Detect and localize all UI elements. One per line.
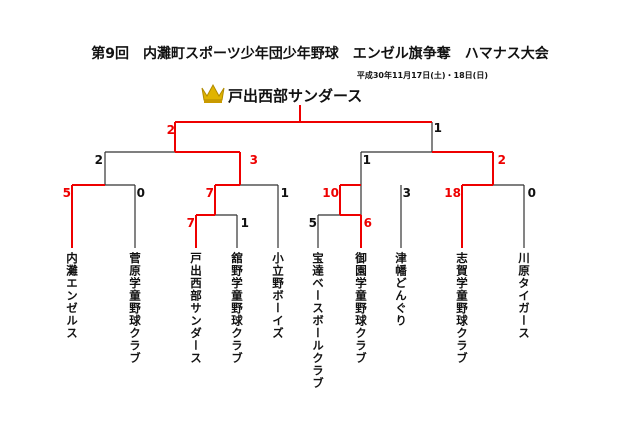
team-name: 志賀学童野球クラブ [455,252,469,365]
score-qf1-right: 0 [136,186,145,200]
score-qf2-left: 7 [205,186,214,200]
crown-icon [201,83,225,103]
team-name: 内灘エンゼルス [65,252,79,340]
score-qf4-left: 18 [444,186,461,200]
score-qf3-right: 3 [402,186,411,200]
score-qf1-left: 5 [62,186,71,200]
team-name: 舘野学童野球クラブ [230,252,244,365]
score-final-right: 1 [433,121,442,135]
team-name: 津幡どんぐり [394,252,408,327]
team-name: 菅原学童野球クラブ [128,252,142,365]
score-final-left: 2 [166,123,175,137]
score-semi-right-right: 2 [497,153,506,167]
team-name: 小立野ボーイズ [271,252,285,340]
team-name: 戸出西部サンダース [189,252,203,365]
score-r1-left-right: 1 [240,216,249,230]
page-title: 第9回 内灘町スポーツ少年団少年野球 エンゼル旗争奪 ハマナス大会 [91,46,549,62]
team-name: 宝達ベースボールクラブ [311,252,325,390]
score-semi-left-left: 2 [94,153,103,167]
score-semi-left-right: 3 [249,153,258,167]
score-qf3-left: 10 [322,186,339,200]
score-r1-right-left: 5 [308,216,317,230]
score-r1-left-left: 7 [186,216,195,230]
team-name: 御園学童野球クラブ [354,252,368,365]
score-semi-right-left: 1 [362,153,371,167]
score-qf4-right: 0 [527,186,536,200]
score-qf2-right: 1 [280,186,289,200]
score-r1-right-right: 6 [363,216,372,230]
champion-name: 戸出西部サンダース [228,87,363,105]
event-date: 平成30年11月17日(土)・18日(日) [356,71,488,80]
team-name: 川原タイガース [517,252,531,340]
